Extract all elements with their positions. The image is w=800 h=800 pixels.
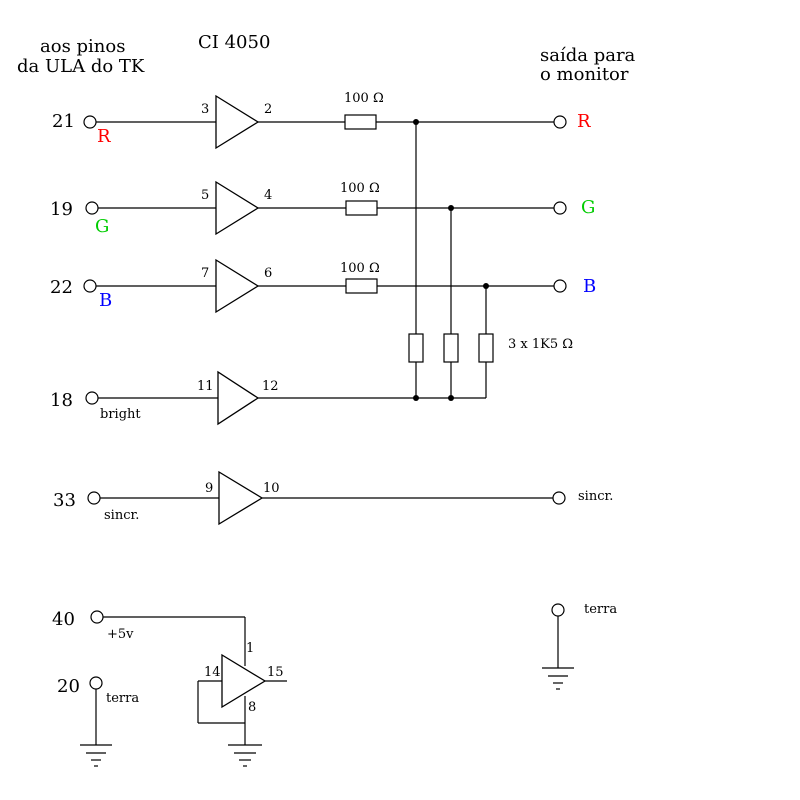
buffer-sync [218, 470, 264, 526]
pin-vdd: 1 [246, 641, 254, 656]
output-pin-r [553, 115, 567, 129]
ula-pin-g: 19 [50, 199, 73, 220]
resistor-g [345, 200, 378, 216]
resistor-label-pulldown: 3 x 1K5 Ω [508, 337, 573, 352]
pin-r-in: 3 [201, 102, 209, 117]
header-right-line1: saída para [540, 45, 636, 66]
pin-vss: 8 [248, 700, 256, 715]
output-pin-b [553, 279, 567, 293]
pin-bright-out: 12 [262, 379, 279, 394]
input-label-gnd: terra [106, 691, 139, 706]
input-label-vcc: +5v [107, 627, 134, 642]
resistor-pulldown-3 [478, 333, 494, 363]
pin-g-out: 4 [264, 188, 272, 203]
pin-spare-in: 14 [204, 665, 221, 680]
input-pin-sync [87, 491, 101, 505]
ula-pin-b: 22 [50, 277, 73, 298]
resistor-label-b: 100 Ω [340, 261, 380, 276]
header-right-line2: o monitor [540, 64, 629, 85]
header-left-line1: aos pinos [40, 36, 125, 57]
pin-r-out: 2 [264, 102, 272, 117]
pin-spare-out: 15 [267, 665, 284, 680]
buffer-bright [217, 370, 260, 426]
input-label-g: G [95, 216, 109, 237]
output-label-sync: sincr. [578, 489, 613, 504]
output-pin-sync [552, 491, 566, 505]
pin-bright-in: 11 [197, 379, 214, 394]
resistor-label-r: 100 Ω [344, 91, 384, 106]
pin-sync-in: 9 [205, 481, 213, 496]
resistor-label-g: 100 Ω [340, 181, 380, 196]
resistor-b [345, 278, 378, 294]
buffer-spare [221, 653, 267, 709]
buffer-r [215, 94, 260, 150]
ground-symbol-chip [228, 744, 262, 767]
output-pin-gnd [551, 603, 565, 617]
pin-b-in: 7 [201, 266, 209, 281]
resistor-r [344, 114, 377, 130]
header-chip: CI 4050 [198, 32, 270, 53]
input-label-sync: sincr. [104, 508, 139, 523]
input-pin-r [83, 115, 97, 129]
output-label-gnd: terra [584, 602, 617, 617]
ula-pin-r: 21 [52, 111, 75, 132]
pin-b-out: 6 [264, 266, 272, 281]
input-label-b: B [99, 290, 112, 311]
pin-sync-out: 10 [263, 481, 280, 496]
input-pin-g [85, 201, 99, 215]
resistor-pulldown-1 [408, 333, 424, 363]
output-pin-g [553, 201, 567, 215]
output-label-g: G [581, 197, 595, 218]
header-left-line2: da ULA do TK [17, 56, 145, 77]
input-pin-vcc [90, 610, 104, 624]
resistor-pulldown-2 [443, 333, 459, 363]
input-label-r: R [97, 126, 111, 147]
buffer-g [215, 180, 260, 236]
ula-pin-sync: 33 [53, 490, 76, 511]
pin-g-in: 5 [201, 188, 209, 203]
input-label-bright: bright [100, 407, 141, 422]
junction-dots [413, 119, 489, 401]
output-label-r: R [577, 111, 591, 132]
ula-pin-bright: 18 [50, 390, 73, 411]
ground-symbol-ula [80, 744, 112, 767]
ula-pin-vcc: 40 [52, 609, 75, 630]
input-pin-gnd [89, 676, 103, 690]
buffer-b [215, 258, 260, 314]
input-pin-bright [85, 391, 99, 405]
input-pin-b [83, 279, 97, 293]
output-label-b: B [583, 276, 596, 297]
wires [95, 121, 559, 745]
ula-pin-gnd: 20 [57, 676, 80, 697]
ground-symbol-monitor [542, 667, 574, 690]
